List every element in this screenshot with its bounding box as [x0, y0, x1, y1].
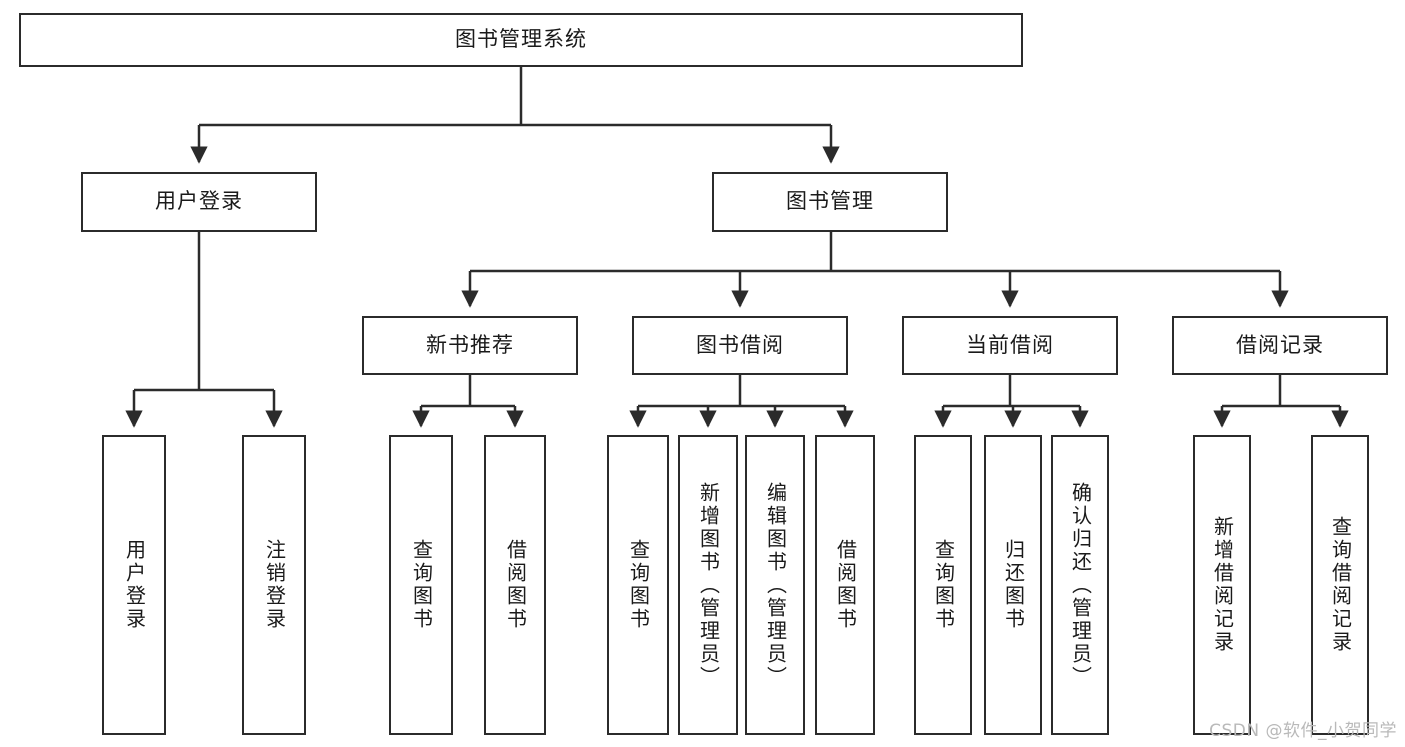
leaf-borrow-book-label: 借阅图书	[833, 539, 858, 631]
node-book-management-label: 图书管理	[786, 189, 874, 214]
leaf-return-book[interactable]: 归还图书	[984, 435, 1042, 735]
leaf-add-borrow-record[interactable]: 新增借阅记录	[1193, 435, 1251, 735]
leaf-query-book-current-label: 查询图书	[931, 539, 956, 631]
leaf-user-login-label: 用户登录	[122, 539, 147, 631]
leaf-borrow-book-recommend[interactable]: 借阅图书	[484, 435, 546, 735]
leaf-query-book-borrow-label: 查询图书	[626, 539, 651, 631]
leaf-logout-label: 注销登录	[262, 539, 287, 631]
node-borrow-record[interactable]: 借阅记录	[1172, 316, 1388, 375]
leaf-query-borrow-record[interactable]: 查询借阅记录	[1311, 435, 1369, 735]
csdn-watermark: CSDN @软件_小贺同学	[1209, 721, 1397, 741]
node-book-management[interactable]: 图书管理	[712, 172, 948, 232]
leaf-query-borrow-record-label: 查询借阅记录	[1328, 516, 1353, 654]
leaf-borrow-book[interactable]: 借阅图书	[815, 435, 875, 735]
leaf-add-borrow-record-label: 新增借阅记录	[1210, 516, 1235, 654]
node-user-login[interactable]: 用户登录	[81, 172, 317, 232]
node-new-book-recommend-label: 新书推荐	[426, 332, 514, 357]
leaf-confirm-return-admin-label: 确认归还（管理员）	[1068, 481, 1093, 689]
leaf-return-book-label: 归还图书	[1001, 539, 1026, 631]
node-book-borrow-label: 图书借阅	[696, 332, 784, 357]
node-borrow-record-label: 借阅记录	[1236, 332, 1324, 357]
leaf-borrow-book-recommend-label: 借阅图书	[503, 539, 528, 631]
node-current-borrow-label: 当前借阅	[966, 332, 1054, 357]
leaf-add-book-admin[interactable]: 新增图书（管理员）	[678, 435, 738, 735]
node-user-login-label: 用户登录	[155, 189, 243, 214]
leaf-add-book-admin-label: 新增图书（管理员）	[696, 481, 721, 689]
node-current-borrow[interactable]: 当前借阅	[902, 316, 1118, 375]
leaf-query-book-recommend-label: 查询图书	[409, 539, 434, 631]
node-book-borrow[interactable]: 图书借阅	[632, 316, 848, 375]
leaf-query-book-borrow[interactable]: 查询图书	[607, 435, 669, 735]
leaf-query-book-current[interactable]: 查询图书	[914, 435, 972, 735]
node-new-book-recommend[interactable]: 新书推荐	[362, 316, 578, 375]
leaf-edit-book-admin[interactable]: 编辑图书（管理员）	[745, 435, 805, 735]
node-root-label: 图书管理系统	[455, 27, 587, 52]
leaf-edit-book-admin-label: 编辑图书（管理员）	[763, 481, 788, 689]
leaf-logout[interactable]: 注销登录	[242, 435, 306, 735]
node-root[interactable]: 图书管理系统	[19, 13, 1023, 67]
leaf-query-book-recommend[interactable]: 查询图书	[389, 435, 453, 735]
leaf-user-login[interactable]: 用户登录	[102, 435, 166, 735]
leaf-confirm-return-admin[interactable]: 确认归还（管理员）	[1051, 435, 1109, 735]
